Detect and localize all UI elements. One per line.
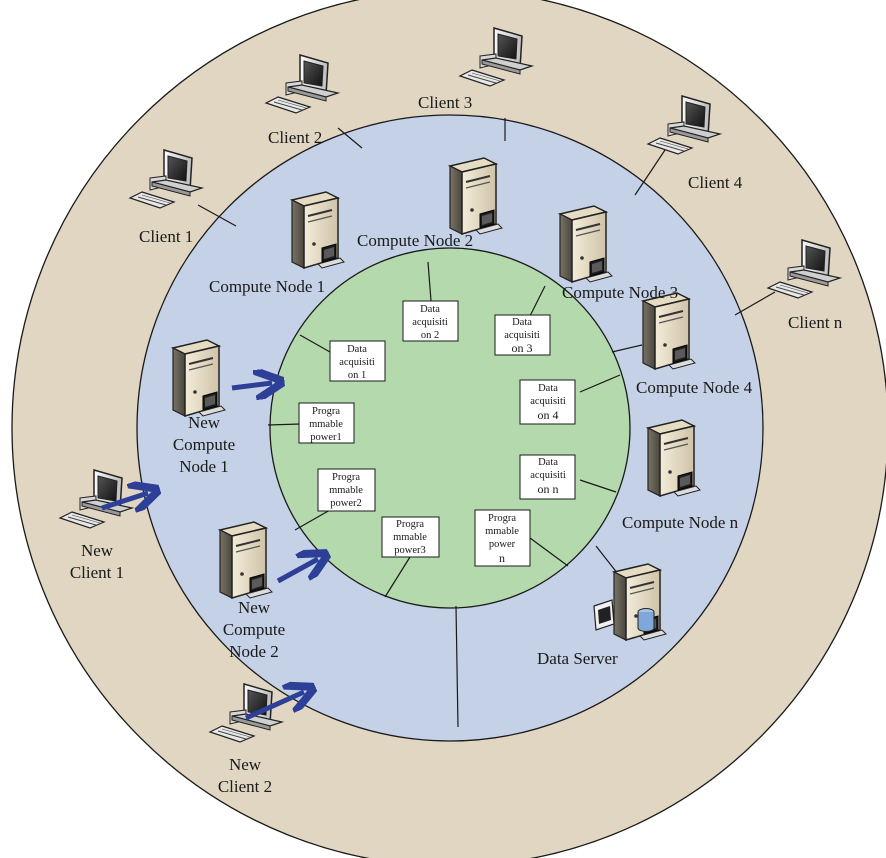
svg-text:on n: on n	[538, 482, 559, 496]
svg-text:New: New	[188, 413, 221, 432]
svg-text:Node 2: Node 2	[229, 642, 279, 661]
client-n-label: Client n	[788, 313, 843, 332]
svg-text:Client 1: Client 1	[70, 563, 124, 582]
svg-text:Compute: Compute	[173, 435, 235, 454]
svg-text:Data: Data	[538, 457, 558, 468]
svg-text:Progra: Progra	[312, 406, 340, 417]
data-server-label: Data Server	[537, 649, 618, 668]
module-pp1: Progra mmable power1	[298, 402, 355, 444]
compute-node-n-label: Compute Node n	[622, 513, 739, 532]
module-links	[267, 261, 643, 728]
svg-text:mmable: mmable	[393, 532, 427, 543]
compute-node-4-label: Compute Node 4	[636, 378, 753, 397]
module-da1: Data acquisiti on 1	[329, 340, 386, 382]
new-compute-node-2-label: New Compute Node 2	[223, 598, 285, 661]
svg-text:power1: power1	[310, 432, 342, 443]
module-dan: Data acquisiti on n	[519, 454, 576, 500]
compute-node-2-icon	[449, 157, 503, 235]
svg-text:Progra: Progra	[396, 519, 424, 530]
svg-text:acquisiti: acquisiti	[504, 330, 540, 341]
svg-text:acquisiti: acquisiti	[339, 357, 375, 368]
new-compute-node-2-icon	[219, 521, 273, 599]
svg-text:power3: power3	[394, 545, 426, 556]
new-compute-node-1-label: New Compute Node 1	[173, 413, 235, 476]
compute-node-2-label: Compute Node 2	[357, 231, 473, 250]
svg-text:n: n	[499, 551, 505, 565]
module-da4: Data acquisiti on 4	[519, 379, 576, 425]
client-4-label: Client 4	[688, 173, 743, 192]
client-links	[197, 118, 776, 316]
module-ppn: Progra mmable power n	[474, 509, 531, 567]
compute-node-3-icon	[559, 205, 613, 283]
module-da3: Data acquisiti on 3	[494, 314, 551, 356]
new-client-1-label: New Client 1	[70, 541, 124, 582]
svg-text:Data: Data	[512, 317, 532, 328]
compute-node-4-icon	[642, 292, 696, 370]
svg-text:on 1: on 1	[348, 370, 366, 381]
svg-text:Node 1: Node 1	[179, 457, 229, 476]
svg-text:power2: power2	[330, 498, 362, 509]
client-1-label: Client 1	[139, 227, 193, 246]
svg-text:mmable: mmable	[329, 485, 363, 496]
data-server-icon	[593, 563, 667, 641]
new-compute-node-1-icon	[172, 339, 226, 417]
new-element-arrows	[101, 383, 318, 721]
svg-text:mmable: mmable	[485, 526, 519, 537]
svg-text:Client 2: Client 2	[218, 777, 272, 796]
new-client-2-label: New Client 2	[218, 755, 272, 796]
module-da2: Data acquisiti on 2	[402, 300, 459, 342]
svg-text:Data: Data	[347, 344, 367, 355]
compute-node-1-label: Compute Node 1	[209, 277, 325, 296]
svg-text:Progra: Progra	[332, 472, 360, 483]
compute-node-1-icon	[291, 191, 345, 269]
svg-text:Data: Data	[420, 304, 440, 315]
svg-text:mmable: mmable	[309, 419, 343, 430]
compute-node-n-icon	[647, 419, 701, 497]
module-pp3: Progra mmable power3	[381, 516, 440, 558]
client-2-label: Client 2	[268, 128, 322, 147]
module-pp2: Progra mmable power2	[317, 468, 376, 512]
svg-text:Data: Data	[538, 383, 558, 394]
svg-text:New: New	[229, 755, 262, 774]
svg-text:acquisiti: acquisiti	[530, 470, 566, 481]
svg-text:acquisiti: acquisiti	[412, 317, 448, 328]
svg-text:on 3: on 3	[512, 341, 533, 355]
client-3-label: Client 3	[418, 93, 472, 112]
svg-text:Compute: Compute	[223, 620, 285, 639]
svg-text:acquisiti: acquisiti	[530, 396, 566, 407]
svg-text:Progra: Progra	[488, 513, 516, 524]
svg-text:on 2: on 2	[421, 330, 439, 341]
compute-node-3-label: Compute Node 3	[562, 283, 678, 302]
svg-text:power: power	[489, 539, 516, 550]
svg-text:New: New	[238, 598, 271, 617]
svg-text:New: New	[81, 541, 114, 560]
svg-text:on 4: on 4	[538, 408, 559, 422]
